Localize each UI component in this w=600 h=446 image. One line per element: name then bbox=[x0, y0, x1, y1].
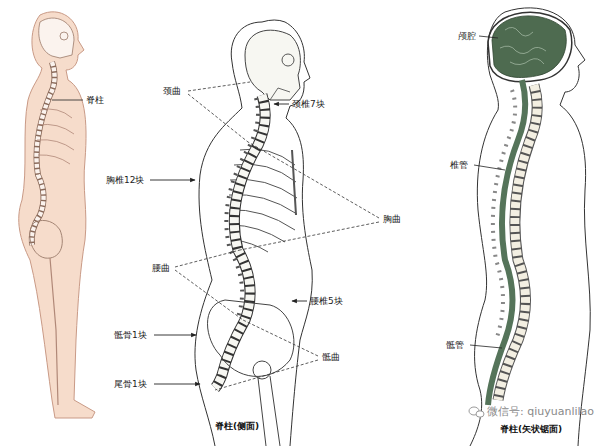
curve-label: 颈曲 bbox=[163, 86, 181, 97]
part-label: 骶骨1块 bbox=[114, 330, 147, 341]
part-label: 尾骨1块 bbox=[114, 379, 147, 390]
curve-indicator-lines bbox=[175, 82, 379, 390]
pointer-arrows bbox=[150, 104, 307, 384]
figure-caption: 脊柱(侧面) bbox=[215, 421, 259, 432]
leader-lines bbox=[470, 36, 505, 348]
middle-figure bbox=[150, 20, 379, 446]
figure-caption: 脊柱(矢状锯面) bbox=[500, 424, 562, 435]
part-label: 脊柱 bbox=[86, 95, 104, 106]
part-label: 骶管 bbox=[446, 340, 464, 351]
right-figure bbox=[469, 8, 590, 446]
watermark: 微信号: qiuyuanlilao bbox=[487, 405, 594, 418]
curve-label: 胸曲 bbox=[383, 214, 401, 225]
wechat-icon bbox=[469, 407, 484, 417]
curve-label: 骶曲 bbox=[322, 352, 340, 363]
part-label: 颅腔 bbox=[458, 31, 476, 42]
part-label: 颈椎7块 bbox=[292, 99, 325, 110]
part-label: 腰椎5块 bbox=[310, 296, 343, 307]
part-label: 胸椎12块 bbox=[106, 175, 144, 186]
leader-line bbox=[52, 100, 83, 101]
left-figure bbox=[19, 12, 95, 418]
curve-label: 腰曲 bbox=[152, 263, 170, 274]
part-label: 椎管 bbox=[450, 160, 468, 171]
